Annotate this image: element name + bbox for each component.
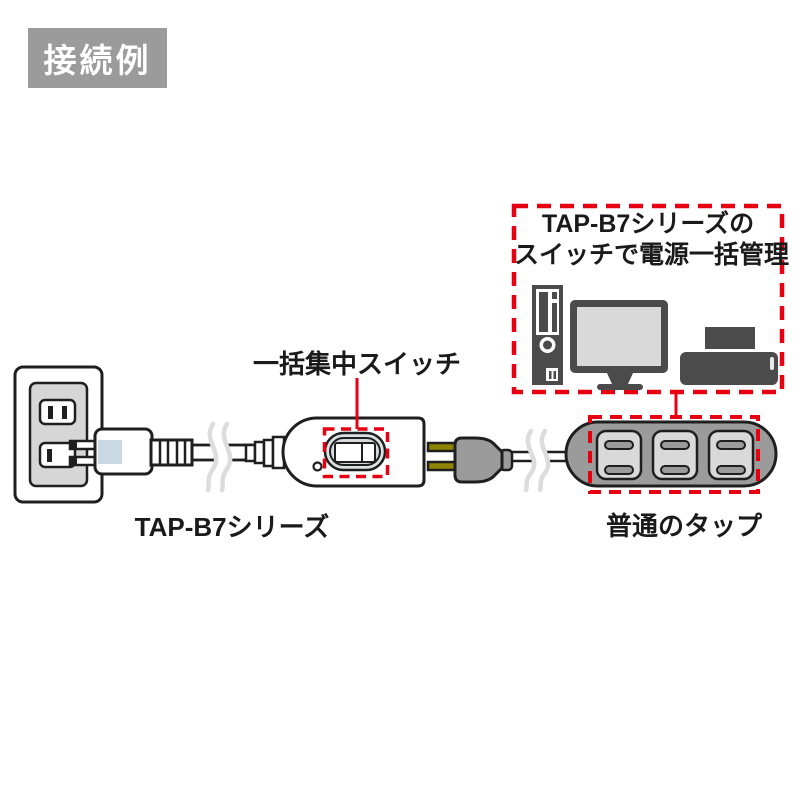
- strip-socket: [595, 429, 643, 481]
- annotation-box-title: TAP-B7シリーズの スイッチで電源一括管理: [514, 209, 790, 271]
- tap-b7-series-label: TAP-B7シリーズ: [134, 512, 330, 542]
- wall-outlet-icon: [13, 365, 104, 504]
- strip-highlight-annotation: [588, 392, 760, 494]
- monitor-icon: [570, 300, 668, 390]
- strip-socket: [707, 429, 755, 481]
- cable-break-icon: [523, 423, 551, 498]
- strip-socket: [651, 429, 699, 481]
- cable-break-icon: [205, 416, 233, 498]
- example-badge: 接続例: [28, 28, 167, 88]
- switch-callout-label: 一括集中スイッチ: [252, 349, 461, 379]
- power-plug-icon: [68, 427, 194, 476]
- ordinary-tap-label: 普通のタップ: [605, 511, 762, 541]
- annotation-red-box: [511, 203, 785, 395]
- desktop-pc-icon: [532, 285, 563, 385]
- rocker-switch-icon: [323, 431, 387, 472]
- tap-b7-switch-unit: [244, 416, 426, 488]
- annotation-box-line-2: スイッチで電源一括管理: [514, 241, 790, 269]
- annotation-box-line-1: TAP-B7シリーズの: [541, 210, 755, 238]
- two-prong-plug-icon: [426, 436, 514, 484]
- switch-highlight-annotation: [322, 378, 390, 479]
- printer-icon: [680, 327, 778, 385]
- indicator-lamp-icon: [312, 461, 323, 472]
- power-strip-icon: [564, 420, 778, 488]
